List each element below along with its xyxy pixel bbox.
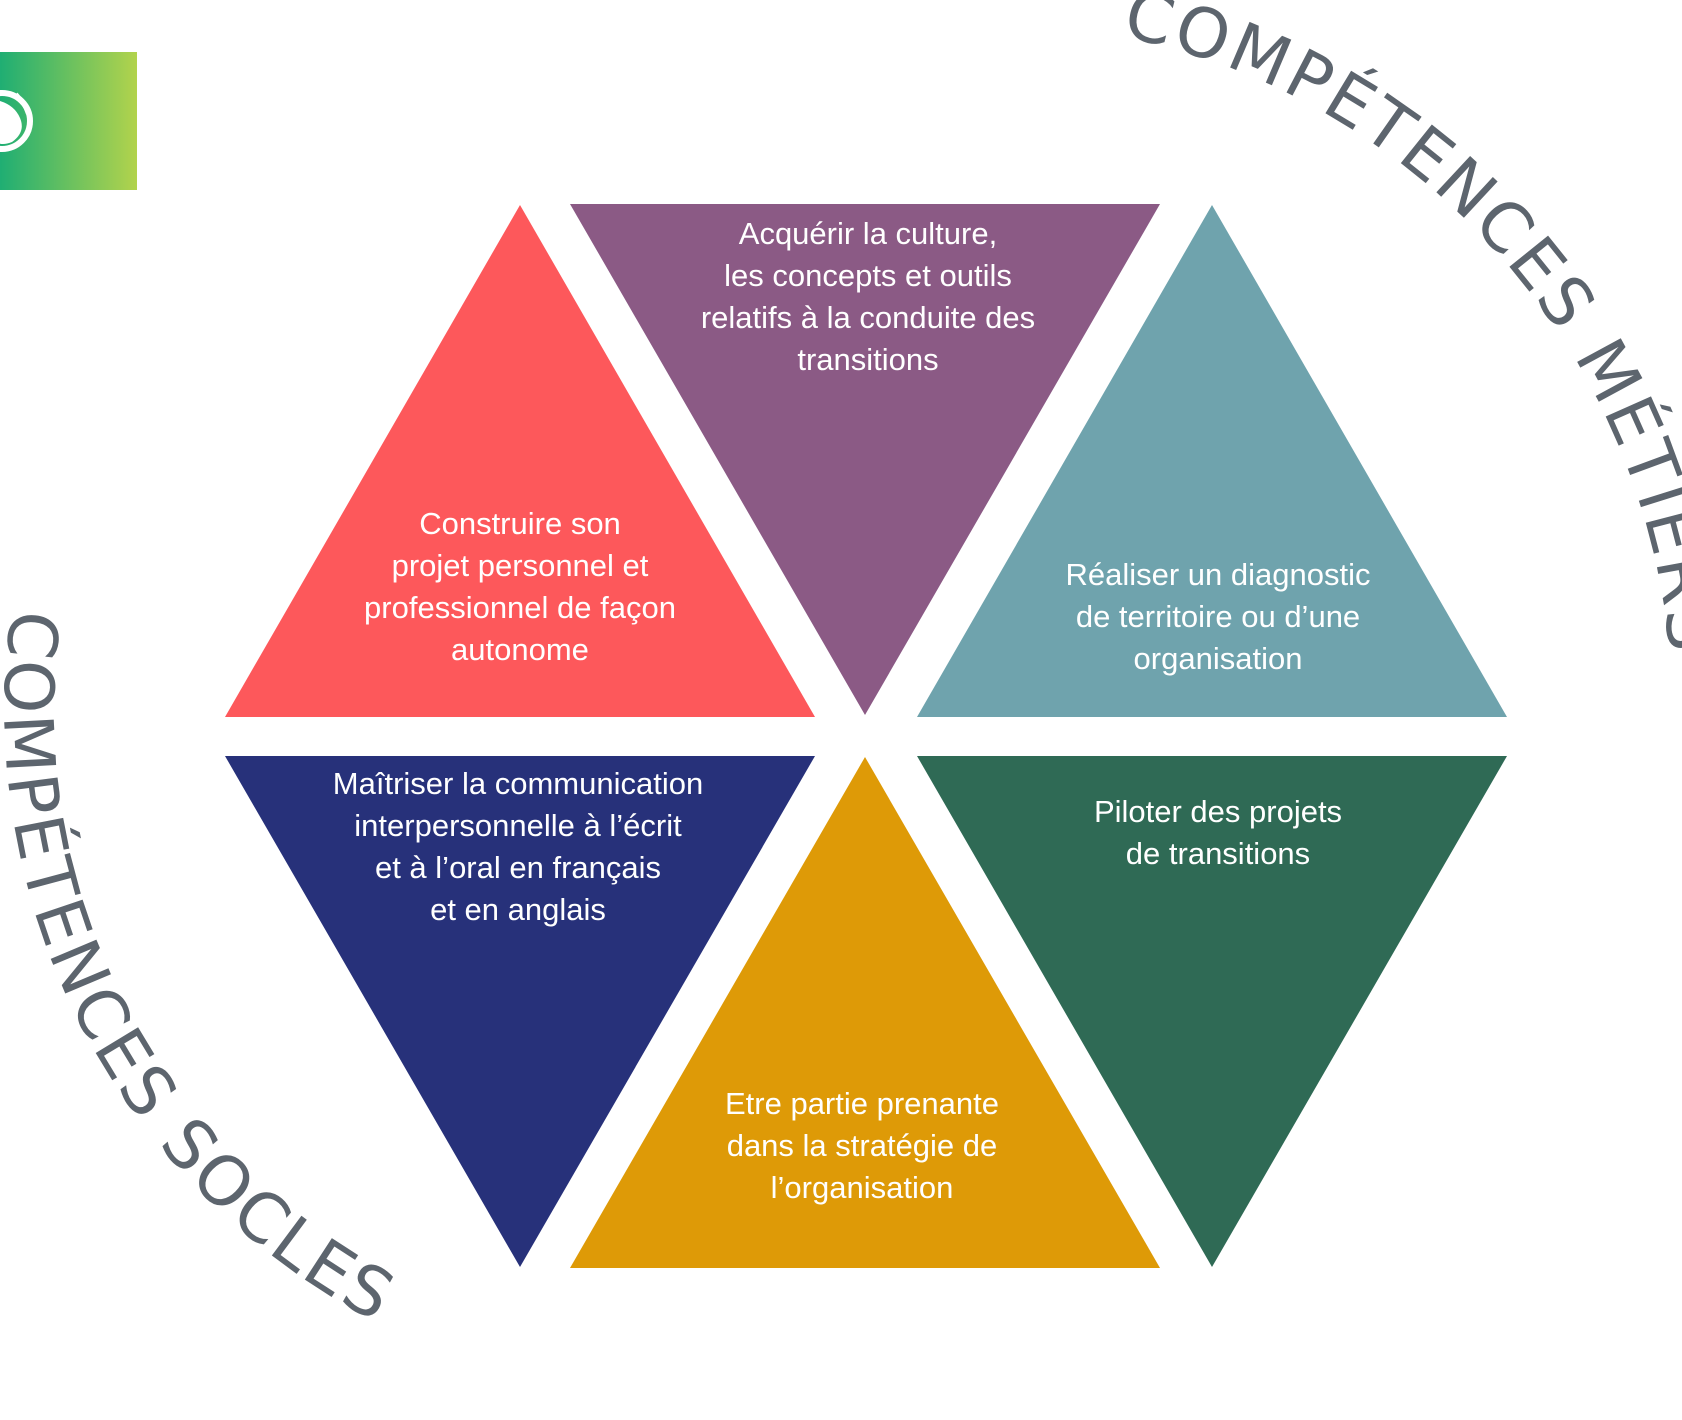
segment-label-line: dans la stratégie de <box>727 1128 998 1163</box>
segment-label-projet: Construire son projet personnel et profess… <box>364 506 676 667</box>
segment-label-piloter: Piloter des projets de transitions <box>1094 794 1342 871</box>
globe-icon <box>0 52 137 190</box>
segment-label-line: Piloter des projets <box>1094 794 1342 829</box>
segment-label-strategie: Etre partie prenante dans la stratégie de… <box>725 1086 999 1205</box>
segment-communication <box>225 756 815 1267</box>
segment-label-line: transitions <box>797 342 938 377</box>
segment-label-line: autonome <box>451 632 589 667</box>
segment-label-communication: Maîtriser la communication interpersonnel… <box>333 766 703 927</box>
segment-label-line: organisation <box>1134 641 1303 676</box>
segment-label-line: Réaliser un diagnostic <box>1065 557 1370 592</box>
segment-label-line: relatifs à la conduite des <box>701 300 1035 335</box>
segment-diagnostic <box>917 205 1507 717</box>
segment-projet <box>225 205 815 717</box>
segment-culture <box>570 204 1160 715</box>
segment-label-line: Construire son <box>419 506 621 541</box>
segment-strategie <box>570 757 1160 1268</box>
segment-label-line: Etre partie prenante <box>725 1086 999 1121</box>
logo-badge <box>0 52 137 190</box>
segment-label-culture: Acquérir la culture, les concepts et outi… <box>701 216 1035 377</box>
segment-label-line: l’organisation <box>771 1170 954 1205</box>
segment-label-line: de territoire ou d’une <box>1076 599 1360 634</box>
segment-label-line: professionnel de façon <box>364 590 676 625</box>
segment-label-line: Maîtriser la communication <box>333 766 703 801</box>
segment-label-diagnostic: Réaliser un diagnostic de territoire ou d… <box>1065 557 1370 676</box>
segment-label-line: et en anglais <box>430 892 606 927</box>
segment-label-line: les concepts et outils <box>724 258 1012 293</box>
segment-piloter <box>917 756 1507 1267</box>
segment-label-line: de transitions <box>1126 836 1310 871</box>
segment-label-line: projet personnel et <box>392 548 649 583</box>
segment-label-line: et à l’oral en français <box>375 850 661 885</box>
segment-label-line: interpersonnelle à l’écrit <box>354 808 682 843</box>
segment-label-line: Acquérir la culture, <box>739 216 997 251</box>
